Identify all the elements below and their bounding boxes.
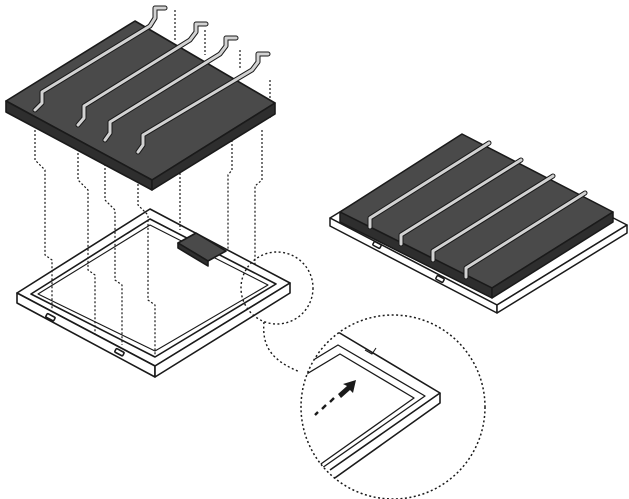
arrow-icon: [314, 380, 356, 416]
assembled-view: [329, 133, 628, 314]
detail-connector: [263, 321, 301, 373]
detail-ring-small: [240, 251, 314, 325]
frame-latch: [45, 312, 56, 322]
assembled-straps: [367, 140, 588, 280]
exploded-view: [5, 5, 314, 378]
assembled-filter: [339, 133, 614, 299]
frame-latch: [435, 274, 445, 284]
corner-detail: [300, 314, 486, 499]
filter-straps-top: [32, 5, 271, 155]
frame-inner-ledge: [37, 224, 269, 352]
base-frame: [16, 208, 291, 378]
detail-ring-large: [300, 314, 486, 499]
frame-front-right: [154, 282, 291, 378]
frame-latch: [372, 240, 382, 250]
frame-latch: [114, 347, 125, 357]
filter-side-right: [151, 102, 276, 191]
frame-inner-rim: [30, 218, 277, 358]
